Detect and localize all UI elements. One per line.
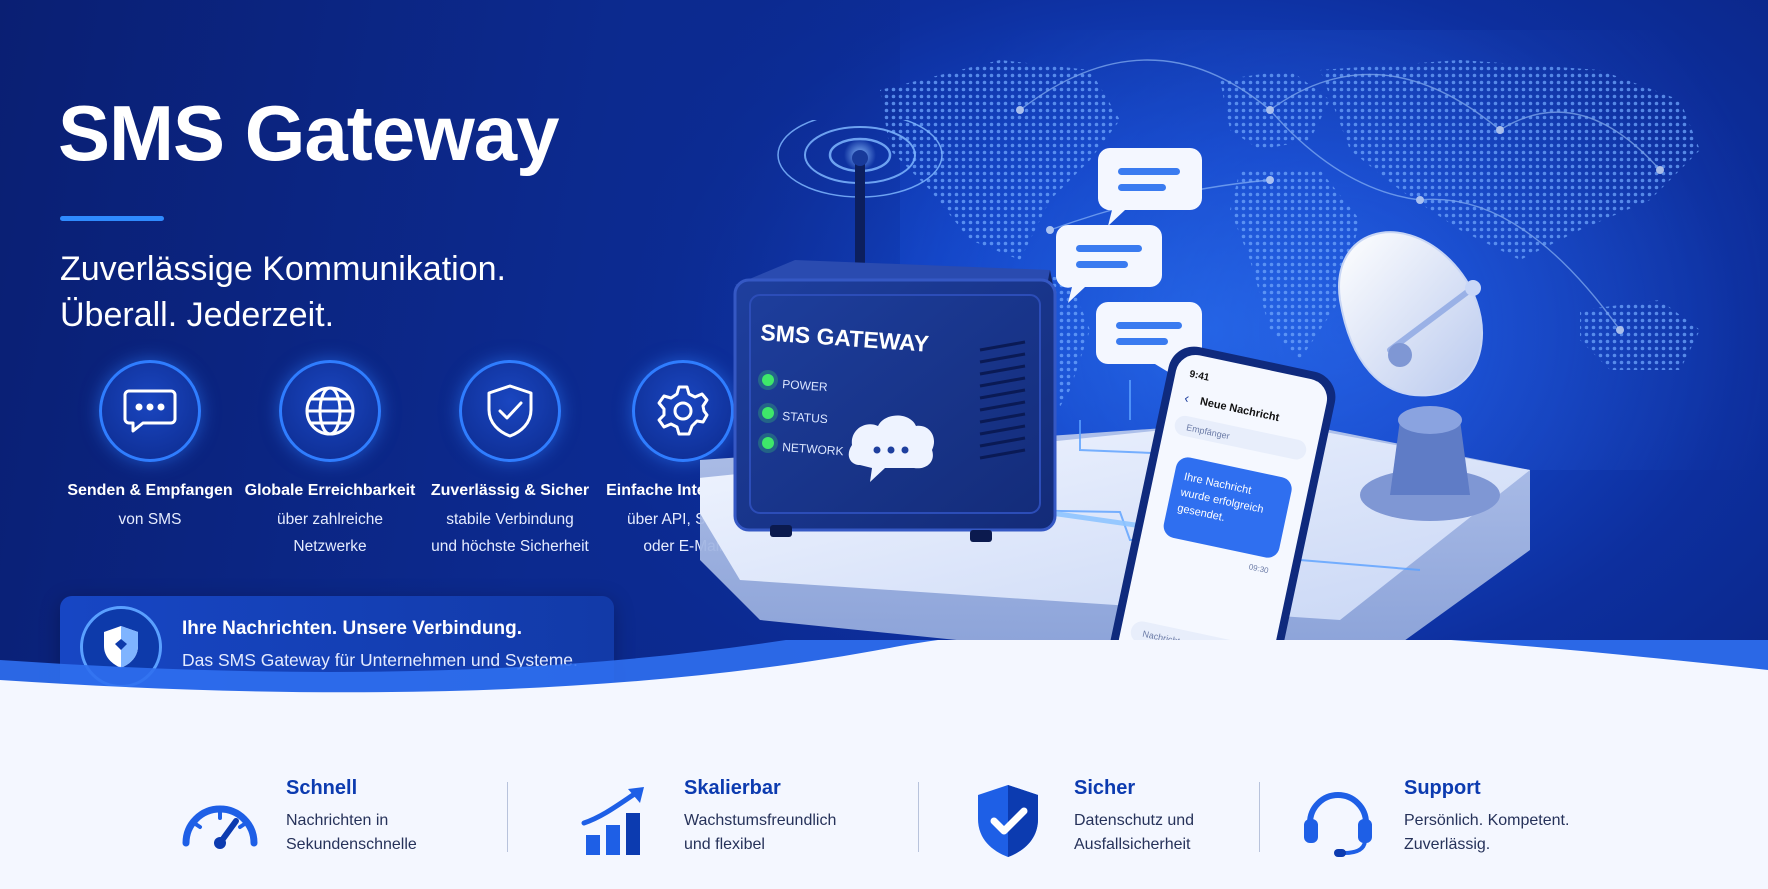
page-title: SMS Gateway (58, 89, 560, 177)
feature-desc-line: und höchste Sicherheit (431, 538, 589, 555)
tagline-line: Überall. Jederzeit. (60, 296, 335, 334)
feature-desc-line: von SMS (118, 511, 182, 528)
benefit-scalable: Skalierbar Wachstumsfreundlich und flexi… (578, 775, 878, 865)
feature-list: Senden & Empfangen von SMS Globale Errei… (30, 360, 760, 560)
feature-desc-line: Netzwerke (293, 538, 367, 555)
benefit-desc: Datenschutz und Ausfallsicherheit (1074, 809, 1194, 857)
benefit-secure: Sicher Datenschutz und Ausfallsicherheit (968, 775, 1268, 865)
feature-desc: von SMS (60, 506, 240, 533)
satellite-dish-illustration (1338, 231, 1500, 521)
shield-check-icon (978, 785, 1038, 857)
led-indicators: POWER STATUS NETWORK (758, 370, 844, 458)
feature-reliable-secure: Zuverlässig & Sicher stabile Verbindung … (420, 360, 600, 560)
divider (507, 782, 508, 852)
led-label-network: NETWORK (782, 440, 844, 458)
headset-icon (1304, 792, 1372, 857)
benefit-desc-line: Datenschutz und (1074, 812, 1195, 829)
globe-icon (279, 360, 381, 462)
tagline-line: Zuverlässige Kommunikation. (60, 250, 506, 288)
benefit-desc-line: Wachstumsfreundlich (684, 812, 837, 829)
phone-time: 9:41 (1188, 369, 1210, 384)
chat-bubbles (1055, 148, 1202, 378)
benefit-title: Skalierbar (684, 777, 781, 799)
slogan-title: Ihre Nachrichten. Unsere Verbindung. (182, 618, 522, 639)
shield-check-icon (459, 360, 561, 462)
chevron-left-icon: ‹ (1183, 389, 1191, 406)
benefit-strip: Schnell Nachrichten in Sekundenschnelle … (0, 755, 1768, 889)
led-label-power: POWER (782, 377, 829, 394)
feature-send-receive: Senden & Empfangen von SMS (60, 360, 240, 533)
led-label-status: STATUS (782, 409, 828, 426)
benefit-title: Sicher (1074, 777, 1136, 799)
cloud-chat-icon (848, 415, 935, 482)
feature-title: Zuverlässig & Sicher (430, 482, 590, 499)
feature-title: Globale Erreichbarkeit (244, 482, 416, 499)
benefit-desc-line: und flexibel (684, 836, 765, 853)
title-underline (60, 216, 164, 221)
benefit-support: Support Persönlich. Kompetent. Zuverläss… (1298, 775, 1618, 865)
tagline: Zuverlässige Kommunikation. Überall. Jed… (60, 246, 506, 338)
feature-desc: stabile Verbindung und höchste Sicherhei… (420, 506, 600, 560)
growth-chart-icon (581, 787, 644, 855)
benefit-desc-line: Sekundenschnelle (286, 836, 417, 853)
speedometer-icon (182, 805, 258, 849)
gear-icon (632, 360, 734, 462)
divider (918, 782, 919, 852)
benefit-desc-line: Ausfallsicherheit (1074, 836, 1191, 853)
feature-desc-line: über zahlreiche (277, 511, 383, 528)
bottom-wave (0, 640, 1768, 889)
divider (1259, 782, 1260, 852)
feature-desc-line: stabile Verbindung (446, 511, 574, 528)
slogan-subtitle: Das SMS Gateway für Unternehmen und Syst… (182, 650, 578, 670)
feature-global-reach: Globale Erreichbarkeit über zahlreiche N… (240, 360, 420, 560)
benefit-title: Support (1404, 777, 1481, 799)
benefit-desc-line: Zuverlässig. (1404, 836, 1491, 853)
feature-title: Senden & Empfangen (67, 482, 233, 499)
phone-bubble-time: 09:30 (1248, 562, 1270, 575)
benefit-desc-line: Persönlich. Kompetent. (1404, 812, 1570, 829)
benefit-title: Schnell (286, 777, 358, 799)
benefit-desc: Persönlich. Kompetent. Zuverlässig. (1404, 809, 1569, 857)
benefit-fast: Schnell Nachrichten in Sekundenschnelle (180, 775, 480, 865)
benefit-desc-line: Nachrichten in (286, 812, 389, 829)
chat-bubble-icon (99, 360, 201, 462)
benefit-desc: Nachrichten in Sekundenschnelle (286, 809, 417, 857)
benefit-desc: Wachstumsfreundlich und flexibel (684, 809, 836, 857)
smartphone-illustration: 9:41 ‹ Neue Nachricht Empfänger Ihre Nac… (1110, 346, 1336, 696)
gateway-illustration: SMS GATEWAY POWER STATUS NETWORK (700, 120, 1530, 696)
feature-desc: über zahlreiche Netzwerke (240, 506, 420, 560)
